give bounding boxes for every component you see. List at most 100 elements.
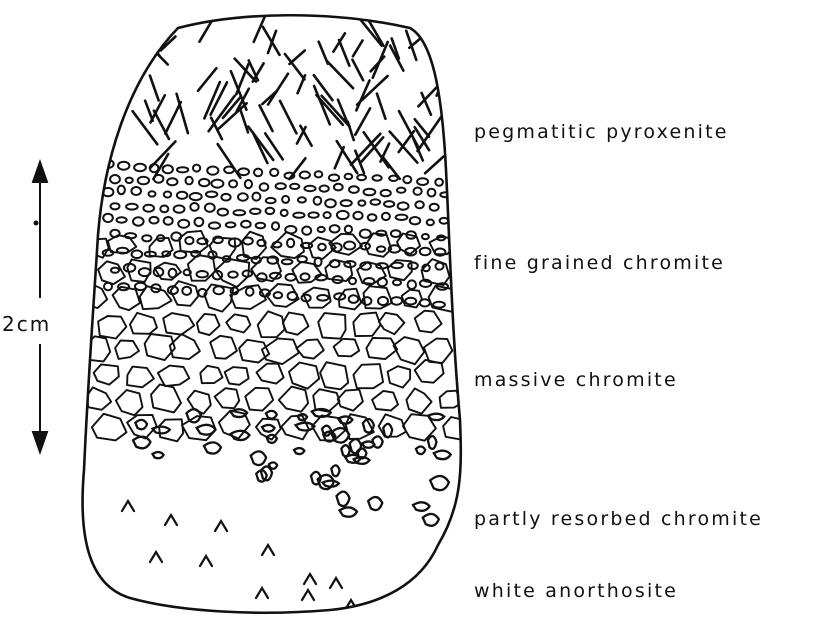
- massive-chromite-grain: [289, 363, 319, 389]
- massive-chromite-grain: [283, 313, 309, 335]
- fine-chromite-grain: [391, 297, 402, 305]
- fine-chromite-grain: [190, 193, 202, 200]
- anorthosite-mark: [262, 545, 274, 555]
- pyroxene-needle: [425, 157, 443, 174]
- fine-chromite-grain: [391, 230, 401, 237]
- fine-chromite-grain: [143, 205, 154, 212]
- massive-chromite-grain: [366, 338, 397, 359]
- pyroxene-needle: [353, 41, 363, 57]
- fine-chromite-grain: [250, 209, 260, 214]
- fine-chromite-grain: [134, 164, 146, 171]
- fine-chromite-grain: [177, 192, 187, 199]
- pegmatitic-pyroxenite-texture: [133, 9, 453, 180]
- resorbed-chromite-grain: [133, 437, 150, 449]
- massive-chromite-grain: [158, 366, 189, 387]
- pyroxene-needle: [352, 60, 363, 81]
- fine-chromite-grain: [382, 213, 390, 220]
- fine-chromite-grain: [302, 227, 311, 235]
- pyroxene-needle: [177, 94, 188, 133]
- resorbed-chromite-grain: [323, 481, 339, 487]
- massive-chromite-grain: [296, 339, 323, 358]
- fine-chromite-grain: [214, 286, 224, 294]
- fine-chromite-grain: [132, 250, 143, 258]
- fine-chromite-grain: [300, 172, 310, 179]
- fine-chromite-grain: [195, 218, 204, 226]
- fine-chromite-grain: [396, 215, 408, 220]
- fine-chromite-grain: [245, 180, 252, 188]
- fine-chromite-grain: [228, 272, 237, 278]
- resorbed-chromite-grain: [434, 451, 451, 460]
- pyroxene-needle: [150, 76, 159, 101]
- fine-chromite-grain: [199, 179, 209, 186]
- massive-chromite-grain: [226, 314, 250, 332]
- pyroxene-needle: [355, 108, 370, 134]
- massive-chromite-grain: [127, 367, 154, 388]
- massive-chromite-grain: [245, 388, 273, 411]
- fine-chromite-grain: [246, 288, 254, 296]
- fine-chromite-grain: [206, 192, 217, 198]
- fine-chromite-grain: [221, 194, 230, 201]
- fine-chromite-grain: [304, 186, 315, 191]
- pyroxene-needle: [165, 102, 181, 134]
- anorthosite-mark: [256, 588, 268, 598]
- resorbed-chromite-grain: [312, 409, 331, 417]
- pyroxene-needle: [417, 16, 428, 31]
- fine-chromite-grain: [150, 217, 159, 224]
- label-pegmatitic-pyroxenite: pegmatitic pyroxenite: [474, 121, 729, 143]
- fine-chromite-grain: [190, 203, 198, 211]
- fine-chromite-grain: [133, 217, 144, 225]
- massive-chromite-grain: [115, 341, 139, 359]
- fine-chromite-grain: [371, 199, 381, 204]
- fine-chromite-grain: [440, 192, 451, 197]
- massive-chromite-grain: [257, 364, 284, 384]
- fine-chromite-grain: [337, 211, 349, 219]
- resorbed-chromite-grain: [135, 420, 147, 429]
- fine-chromite-grain: [320, 186, 329, 192]
- fine-chromite-grain: [103, 214, 113, 222]
- anorthosite-mark: [302, 590, 314, 600]
- resorbed-chromite-grain: [413, 502, 430, 510]
- massive-chromite-grain: [94, 364, 119, 384]
- fine-chromite-grain: [435, 179, 443, 186]
- fine-chromite-grain: [408, 263, 418, 270]
- fine-chromite-grain: [298, 197, 306, 202]
- fine-chromite-grain: [349, 295, 359, 303]
- pyroxene-needle: [415, 119, 429, 136]
- fine-chromite-grain: [360, 230, 371, 238]
- massive-chromite-grain: [98, 316, 126, 339]
- fine-chromite-grain: [389, 176, 398, 181]
- pyroxene-needle: [145, 101, 153, 121]
- fine-chromite-grain: [381, 190, 391, 196]
- fine-chromite-grain: [211, 180, 223, 188]
- resorbed-chromite-grain: [331, 465, 339, 476]
- fine-chromite-grain: [238, 168, 249, 175]
- resorbed-chromite-grain: [336, 492, 349, 506]
- fine-chromite-grain: [164, 192, 171, 198]
- fine-chromite-grain: [266, 198, 276, 203]
- pyroxene-needle: [414, 139, 423, 160]
- fine-chromite-grain: [290, 184, 299, 189]
- fine-chromite-grain: [111, 268, 119, 273]
- pyroxene-needle: [289, 158, 305, 179]
- massive-chromite-grain: [163, 313, 194, 335]
- massive-chromite-grain: [353, 313, 380, 337]
- fine-chromite-grain: [428, 189, 436, 197]
- massive-chromite-grain: [215, 388, 240, 408]
- massive-chromite-grain: [338, 390, 363, 411]
- massive-chromite-grain: [151, 384, 181, 412]
- pyroxene-needle: [377, 94, 386, 119]
- massive-chromite-grain: [415, 360, 444, 383]
- resorbed-chromite-grain: [338, 416, 352, 423]
- fine-chromite-grain: [398, 202, 409, 209]
- massive-chromite-grain: [415, 311, 442, 333]
- fine-chromite-grain: [163, 165, 173, 173]
- fine-chromite-grain: [111, 203, 120, 209]
- anorthosite-mark: [304, 574, 316, 584]
- massive-chromite-grain: [313, 389, 339, 412]
- fine-chromite-grain: [118, 162, 129, 170]
- fine-chromite-grain: [256, 223, 265, 229]
- fine-chromite-grain: [205, 204, 215, 212]
- pyroxene-needle: [265, 133, 283, 159]
- resorbed-chromite-grain: [428, 436, 437, 449]
- resorbed-chromite-grain: [423, 514, 439, 526]
